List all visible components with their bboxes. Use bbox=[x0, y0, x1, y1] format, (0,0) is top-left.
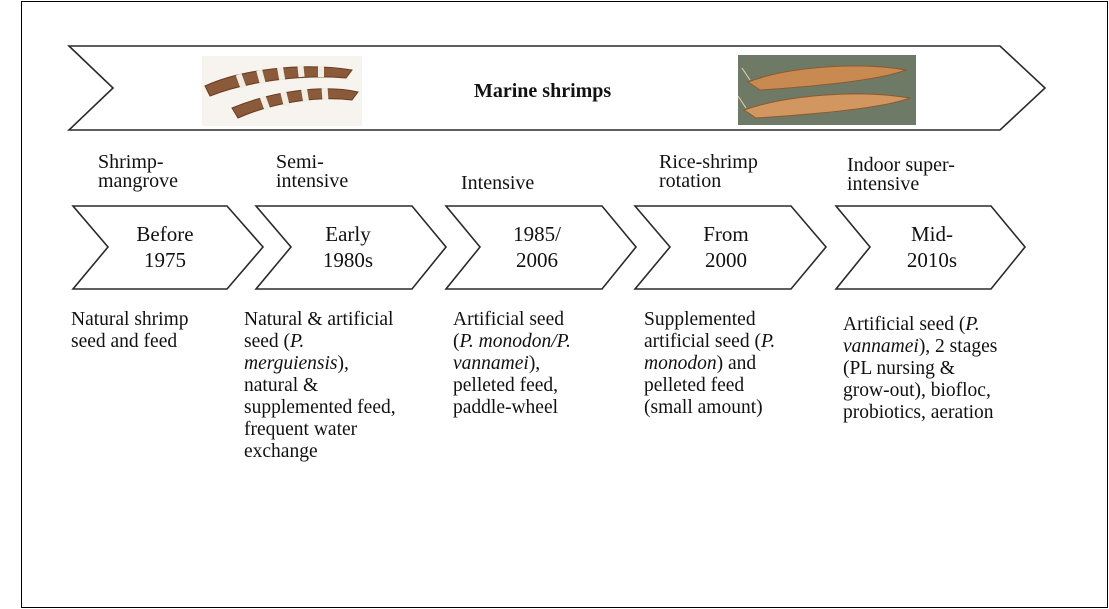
stage-2-description: Natural & artificial seed (P. merguiensi… bbox=[244, 309, 396, 463]
stage-5-system: Indoor super- intensive bbox=[847, 156, 955, 194]
description-text: Artificial seed ( bbox=[843, 314, 965, 335]
description-text: Supplemented artificial seed ( bbox=[644, 309, 761, 352]
stage-1-system: Shrimp- mangrove bbox=[98, 153, 178, 191]
stage-4-period: From 2000 bbox=[676, 221, 776, 273]
stage-3-period: 1985/ 2006 bbox=[487, 221, 587, 273]
description-text: Natural shrimp seed and feed bbox=[71, 309, 189, 352]
stage-5-description: Artificial seed (P. vannamei), 2 stages … bbox=[843, 314, 997, 424]
stage-2-system: Semi- intensive bbox=[276, 153, 348, 191]
banner-title: Marine shrimps bbox=[474, 80, 611, 103]
stage-1-description: Natural shrimp seed and feed bbox=[71, 309, 189, 353]
description-text: Natural & artificial seed ( bbox=[244, 309, 393, 352]
shrimp-photo-right bbox=[738, 55, 916, 125]
stage-4-description: Supplemented artificial seed (P. monodon… bbox=[644, 309, 775, 419]
shrimp-photo-left bbox=[202, 56, 362, 126]
stage-5-period: Mid- 2010s bbox=[882, 221, 982, 273]
stage-4-system: Rice-shrimp rotation bbox=[659, 153, 758, 191]
species-name: P. monodon/P. vannamei bbox=[453, 331, 571, 374]
stage-2-period: Early 1980s bbox=[298, 221, 398, 273]
stage-3-description: Artificial seed (P. monodon/P. vannamei)… bbox=[453, 309, 571, 419]
stage-3-system: Intensive bbox=[461, 174, 534, 193]
stage-1-period: Before 1975 bbox=[115, 221, 215, 273]
